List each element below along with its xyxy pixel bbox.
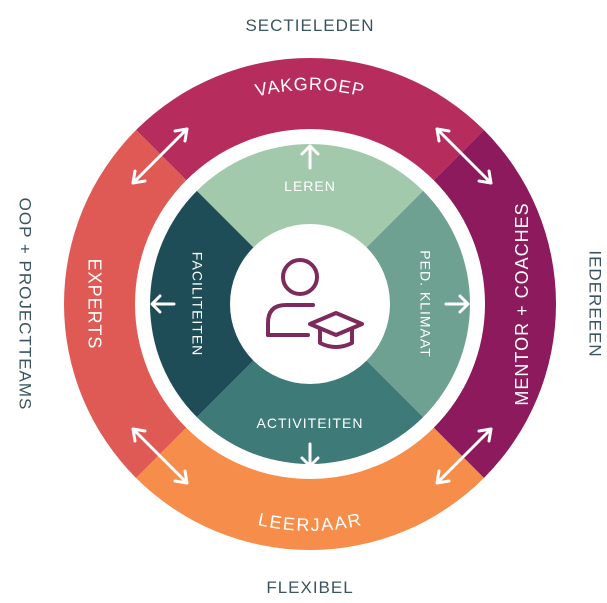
inner-label-faciliteiten: FACILITEITEN [189, 252, 205, 357]
inner-label-leren: LEREN [284, 178, 336, 194]
double-arrow-icon [435, 127, 493, 185]
ring-label-mentor: MENTOR + COACHES [512, 202, 532, 405]
arrow-down-icon [300, 442, 320, 468]
double-arrow-icon [131, 127, 189, 185]
arrow-left-icon [150, 294, 176, 314]
double-arrow-icon [131, 427, 189, 485]
outer-label-left: OOP + PROJECTTEAMS [16, 198, 35, 411]
ring-label-experts: EXPERTS [84, 259, 104, 350]
inner-label-activiteiten: ACTIVITEITEN [257, 415, 364, 431]
arrow-right-icon [444, 294, 470, 314]
ring-segment-mentor [433, 130, 556, 478]
arrow-up-icon [300, 144, 320, 170]
outer-label-bottom: FLEXIBEL [266, 578, 353, 597]
ring-segment-experts [63, 130, 187, 478]
inner-label-ped-klimaat: PED. KLIMAAT [417, 250, 433, 357]
ring-segment-vakgroep [136, 58, 484, 181]
outer-label-top: SECTIELEDEN [245, 16, 374, 35]
double-arrow-icon [435, 427, 493, 485]
ring-segment-leerjaar [136, 427, 484, 550]
outer-label-right: IEDEREEEN [586, 250, 605, 357]
person-graduation-cap-icon [266, 258, 364, 349]
